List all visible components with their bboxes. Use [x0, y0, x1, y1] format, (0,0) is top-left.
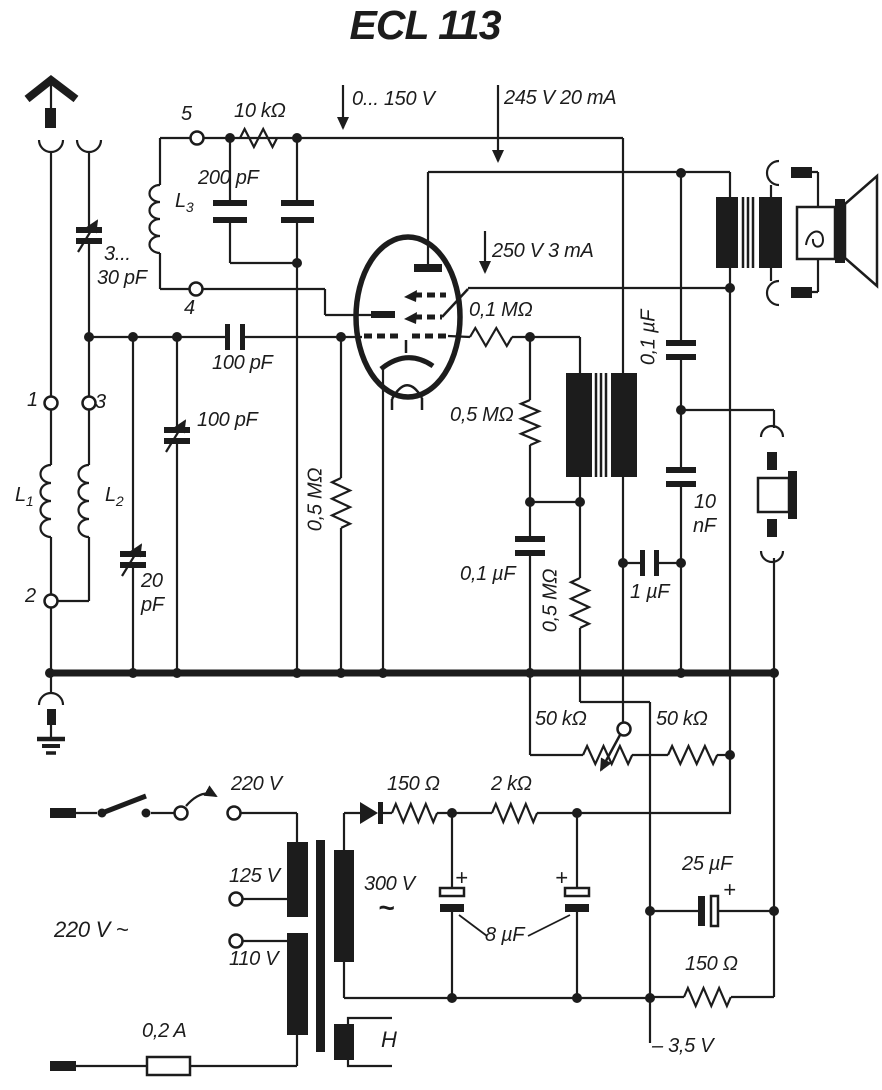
tone-cap-label-1: 10 [694, 491, 716, 513]
antenna-trimmer-cap [76, 219, 102, 253]
bias-cap-label: 25 µF [682, 853, 733, 875]
ht-winding-ac-label: ~ [378, 892, 395, 923]
ant-trimmer-label-2: 30 pF [97, 267, 147, 289]
heater-winding [334, 1016, 392, 1068]
power-transformer [287, 840, 354, 1052]
osc-cap-label: 200 pF [198, 167, 259, 189]
gridbias-resistor-05M [568, 577, 592, 629]
anode-cap-label: 0,1 µF [637, 309, 660, 366]
ht-winding-label: 300 V [364, 873, 415, 895]
bias-resistor-label: 150 Ω [685, 953, 738, 975]
coil-L1-label: L1 [15, 484, 34, 509]
tap-110-label: 110 V [229, 948, 279, 970]
ant-trimmer-label-1: 3... [104, 243, 131, 265]
couple-cap-01uF-left [515, 536, 545, 556]
damp-resistor-05M [518, 398, 542, 447]
fuse [50, 1035, 299, 1077]
smoothing-cap-label: 8 µF [485, 924, 525, 946]
fuse-label: 0,2 A [142, 1020, 187, 1042]
tone-cap-10nF [666, 467, 696, 487]
coil-L3 [148, 183, 161, 255]
tune-trimmer-cap [164, 419, 190, 453]
terminal-3-label: 3 [95, 391, 106, 413]
regen-series-resistor [666, 743, 730, 767]
coupling-resistor-label: 0,1 MΩ [469, 299, 533, 321]
interstage-transformer [566, 373, 637, 477]
pad-trimmer-label-2: pF [141, 594, 164, 616]
heater-label: H [381, 1027, 397, 1052]
padding-trimmer-cap [120, 543, 146, 577]
plus-sign-cap2: + [555, 865, 568, 890]
tap-220-label: 220 V [231, 773, 282, 795]
terminal-4-label: 4 [184, 297, 195, 319]
gridleak-resistor-label: 0,5 MΩ [304, 467, 327, 532]
voltage-selector-wires [240, 811, 299, 943]
rectifier-diode [342, 802, 392, 850]
speaker-icon [795, 173, 879, 289]
earphone-connectors [759, 424, 785, 911]
speaker-connectors [765, 159, 820, 307]
regen-pot-label: 50 kΩ [535, 708, 587, 730]
osc-resistor-10k [239, 126, 279, 150]
grid-cap-label: 100 pF [212, 352, 273, 374]
tuning-section-wires [49, 152, 362, 670]
regen-cap-1uF [640, 550, 659, 576]
tap-125-label: 125 V [229, 865, 280, 887]
anode-cap-01uF-right [666, 340, 696, 360]
osc-resistor-label: 10 kΩ [234, 100, 286, 122]
regen-voltage-label: 0... 150 V [352, 88, 435, 110]
tube-ecl113 [353, 172, 471, 410]
damp-resistor-label: 0,5 MΩ [450, 404, 514, 426]
junction-dots [45, 133, 779, 1003]
terminal-circles [43, 130, 632, 949]
coil-L2-label: L2 [105, 484, 124, 509]
terminal-5-label: 5 [181, 103, 192, 125]
ps-return-wire [342, 962, 650, 1000]
regen-pot [581, 734, 668, 772]
plus-sign-cap1: + [455, 865, 468, 890]
page-title: ECL 113 [349, 2, 501, 48]
osc-caps-200pF [213, 200, 314, 223]
terminal-2-label: 2 [25, 585, 36, 607]
coil-L1 [39, 463, 52, 539]
filter-resistor2-label: 2 kΩ [491, 773, 532, 795]
regen-resistor-label: 50 kΩ [656, 708, 708, 730]
mains-switch [50, 785, 218, 818]
coil-L3-label: L3 [175, 190, 194, 215]
ground-connector-icon [37, 676, 65, 755]
earphone-icon [756, 471, 797, 519]
coil-L2 [77, 463, 90, 539]
filter-resistors [390, 801, 731, 825]
terminal-1-label: 1 [27, 389, 38, 411]
couple-cap-label: 0,1 µF [460, 563, 516, 585]
tone-cap-label-2: nF [693, 515, 716, 537]
coupling-resistor-01M [469, 325, 514, 349]
gridleak-resistor [329, 477, 353, 529]
bias-network [650, 894, 776, 1009]
voltage-annotation-arrows [337, 85, 504, 274]
mains-label: 220 V ~ [54, 917, 129, 942]
pentode-anode-label: 245 V 20 mA [504, 87, 617, 109]
pad-trimmer-label-1: 20 [141, 570, 163, 592]
output-transformer [716, 197, 782, 268]
antenna-sockets [37, 139, 103, 154]
smoothing-caps-8uF [438, 813, 591, 998]
tune-trimmer-label: 100 pF [197, 409, 258, 431]
bias-voltage-label: – 3,5 V [652, 1035, 714, 1057]
filter-resistor1-label: 150 Ω [387, 773, 440, 795]
grid-cap-100pF [225, 324, 245, 350]
antenna-icon [24, 74, 79, 128]
osc-section-wires [158, 136, 625, 670]
plus-sign-cap3: + [723, 877, 736, 902]
gridbias-resistor-label: 0,5 MΩ [539, 568, 562, 633]
regen-cap-label: 1 µF [630, 581, 670, 603]
screen-supply-label: 250 V 3 mA [492, 240, 594, 262]
